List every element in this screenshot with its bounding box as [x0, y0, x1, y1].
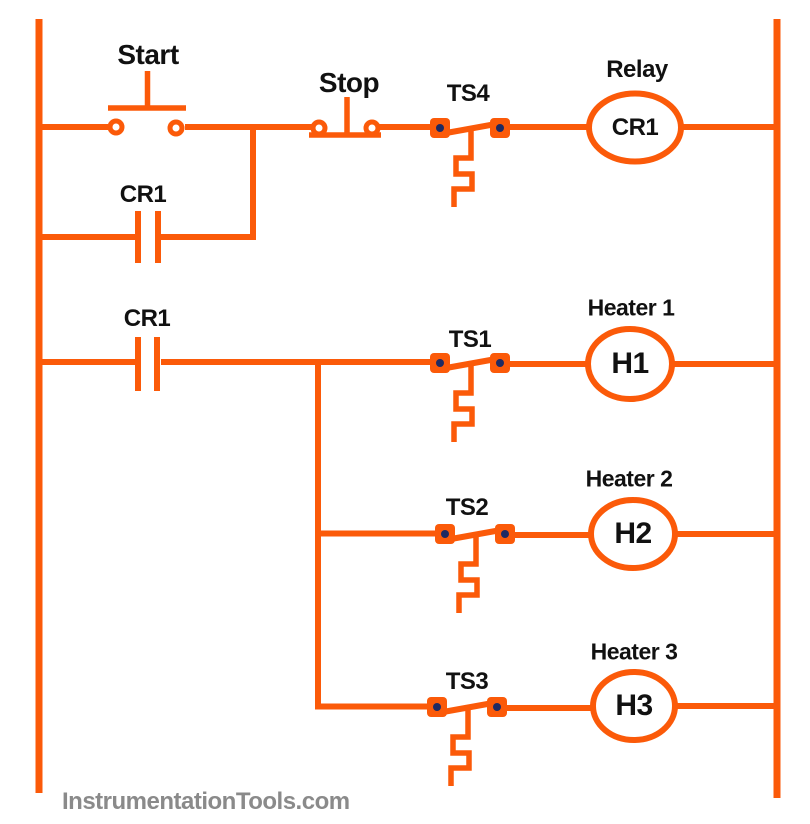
heater2-coil-label: H2: [614, 517, 652, 550]
heater2-title-label: Heater 2: [585, 465, 673, 492]
stop-contact-right: [363, 119, 381, 137]
run-contact-bar-right: [154, 337, 160, 391]
watermark-text: InstrumentationTools.com: [62, 788, 350, 815]
start-contact-left: [107, 118, 125, 136]
ts3-label: TS3: [445, 668, 489, 695]
thermal-switch-ts1: [430, 353, 510, 442]
relay-title-label: Relay: [606, 56, 668, 83]
heater3-coil-label: H3: [615, 689, 653, 722]
thermal-switch-ts3: [427, 697, 507, 786]
start-label: Start: [117, 39, 179, 70]
heater1-coil-label: H1: [611, 347, 649, 380]
stop-label: Stop: [318, 67, 380, 98]
heater3-coil-circle: [590, 669, 678, 743]
thermal-switch-ts4: [430, 118, 510, 207]
heater2-coil-circle: [588, 497, 678, 571]
relay-coil-circle: [586, 90, 684, 165]
thermal-switch-ts2: [435, 524, 515, 613]
seal-contact-label: CR1: [119, 181, 167, 208]
heater3-title-label: Heater 3: [590, 638, 678, 665]
stop-contact-left: [310, 119, 328, 137]
start-contact-right: [167, 119, 185, 137]
run-contact-label: CR1: [123, 305, 171, 332]
run-contact-bar-left: [135, 337, 141, 391]
ts1-label: TS1: [448, 326, 492, 353]
ts4-label: TS4: [446, 80, 490, 107]
heater1-title-label: Heater 1: [587, 294, 675, 321]
heater1-coil-circle: [585, 326, 675, 402]
seal-contact-bar-left: [135, 211, 141, 263]
relay-coil-label: CR1: [611, 114, 659, 141]
seal-contact-bar-right: [155, 211, 161, 263]
ts2-label: TS2: [445, 494, 489, 521]
